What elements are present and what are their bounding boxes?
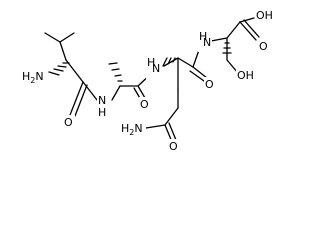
atom-label-h2n: H2N: [121, 122, 143, 137]
atom-label-h: H: [199, 30, 207, 43]
bond: [210, 37, 228, 42]
atom-label-oh: OH: [256, 9, 273, 22]
bond: [226, 21, 241, 39]
bond: [163, 57, 179, 67]
bond: [192, 49, 200, 68]
valine-residue: [44, 32, 98, 117]
bond: [69, 81, 84, 116]
atom-label-n: N: [203, 36, 211, 49]
bond: [164, 107, 179, 126]
atom-label-o: O: [169, 140, 178, 153]
bond: [145, 124, 166, 129]
atom-label-h: H: [98, 106, 106, 119]
bond: [243, 19, 260, 38]
bond: [74, 84, 88, 117]
bond: [59, 41, 67, 61]
bond: [137, 85, 146, 99]
atom-label-o: O: [205, 78, 214, 91]
bond: [239, 17, 255, 23]
bond: [82, 81, 98, 101]
structure-diagram: OH O H2N N H H N H N O O O OH H2N O: [22, 8, 274, 153]
bond: [177, 57, 194, 68]
hashed-wedge-bond: [108, 62, 123, 82]
hashed-wedge-bond: [162, 57, 176, 67]
atom-label-oh: OH: [237, 69, 254, 82]
alanine-residue: [108, 62, 154, 101]
bond: [59, 32, 75, 43]
serine-residue: [210, 17, 260, 74]
atom-label-o: O: [259, 40, 268, 53]
atom-label-h: H: [147, 56, 155, 69]
bond: [111, 85, 121, 101]
bond: [168, 122, 177, 141]
bond: [65, 59, 84, 83]
bond: [239, 21, 257, 41]
atom-label-h2n: H2N: [22, 70, 44, 85]
atom-label-n: N: [98, 94, 106, 107]
hashed-wedge-bond: [48, 62, 70, 76]
hashed-wedge-bond: [222, 42, 232, 54]
atom-label-n: N: [152, 62, 160, 75]
bond: [44, 32, 61, 43]
atom-label-o: O: [140, 98, 149, 111]
bond: [192, 66, 208, 79]
atom-label-o: O: [64, 116, 73, 129]
bond: [189, 70, 205, 82]
